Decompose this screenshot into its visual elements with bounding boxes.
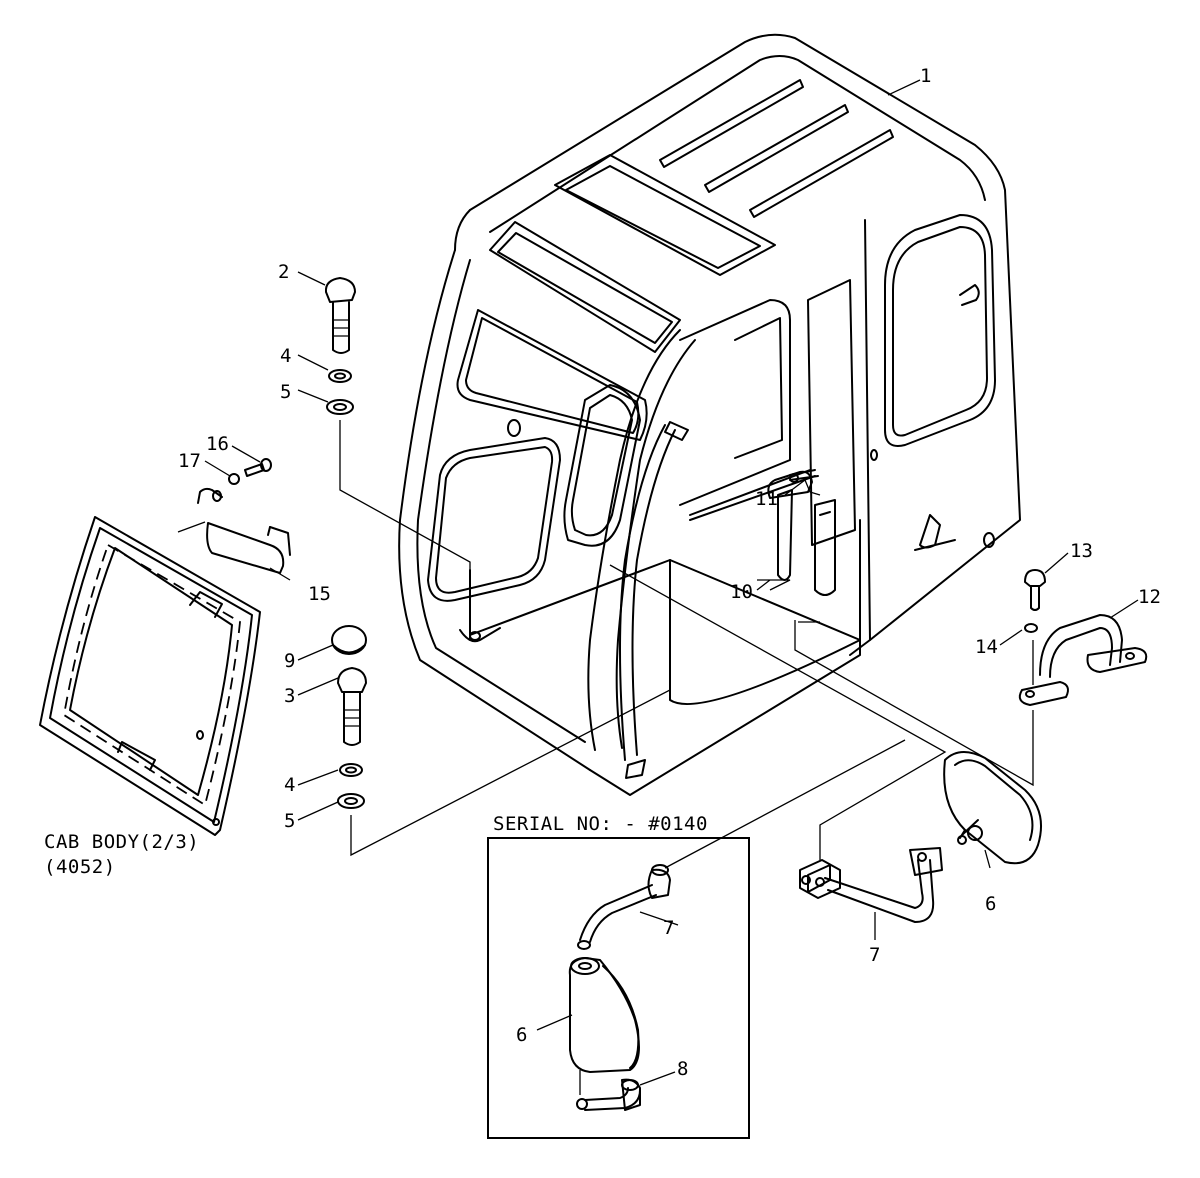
mirror-stay-icon-2 [577,864,671,950]
callout-9: 9 [284,650,295,672]
leader-lines [177,79,1139,1095]
callout-17: 17 [178,450,201,472]
handrail-icon [1018,569,1148,706]
callout-11: 11 [755,488,778,510]
callout-2: 2 [278,261,289,283]
washer-icon-2 [337,793,365,809]
lock-washer-icon [328,369,352,383]
cab-body-icon [398,33,1021,796]
callout-6a: 6 [985,893,996,915]
callout-8: 8 [677,1058,688,1080]
callout-4a: 4 [280,345,291,367]
mirror-icon-2 [568,957,640,1073]
callout-7b: 7 [663,917,674,939]
callout-5b: 5 [284,810,295,832]
washer-icon [326,399,354,415]
serial-no-label: SERIAL NO: - #0140 [493,813,708,835]
callout-16: 16 [206,433,229,455]
bracket-icon [197,487,291,574]
mirror-stay-icon [799,847,943,923]
cab-body-label-line1: CAB BODY(2/3) [44,831,199,853]
lock-washer-icon-2 [339,763,363,777]
callout-10: 10 [730,581,753,603]
callout-3: 3 [284,685,295,707]
callout-6b: 6 [516,1024,527,1046]
callout-13: 13 [1070,540,1093,562]
mirror-stay-icon-3 [576,1078,641,1111]
bolt-icon [324,277,356,354]
cap-icon [331,625,367,655]
callout-1: 1 [920,65,931,87]
bolt-icon-2 [337,667,367,746]
callout-4b: 4 [284,774,295,796]
callout-15: 15 [308,583,331,605]
cab-body-label-line2: (4052) [44,856,116,878]
serial-inset-box [487,837,750,1139]
callout-7a: 7 [869,944,880,966]
screw-icon [228,458,272,485]
callout-12: 12 [1138,586,1161,608]
callout-5a: 5 [280,381,291,403]
mirror-icon [943,751,1042,865]
callout-14: 14 [975,636,998,658]
window-frame-icon [39,516,261,836]
